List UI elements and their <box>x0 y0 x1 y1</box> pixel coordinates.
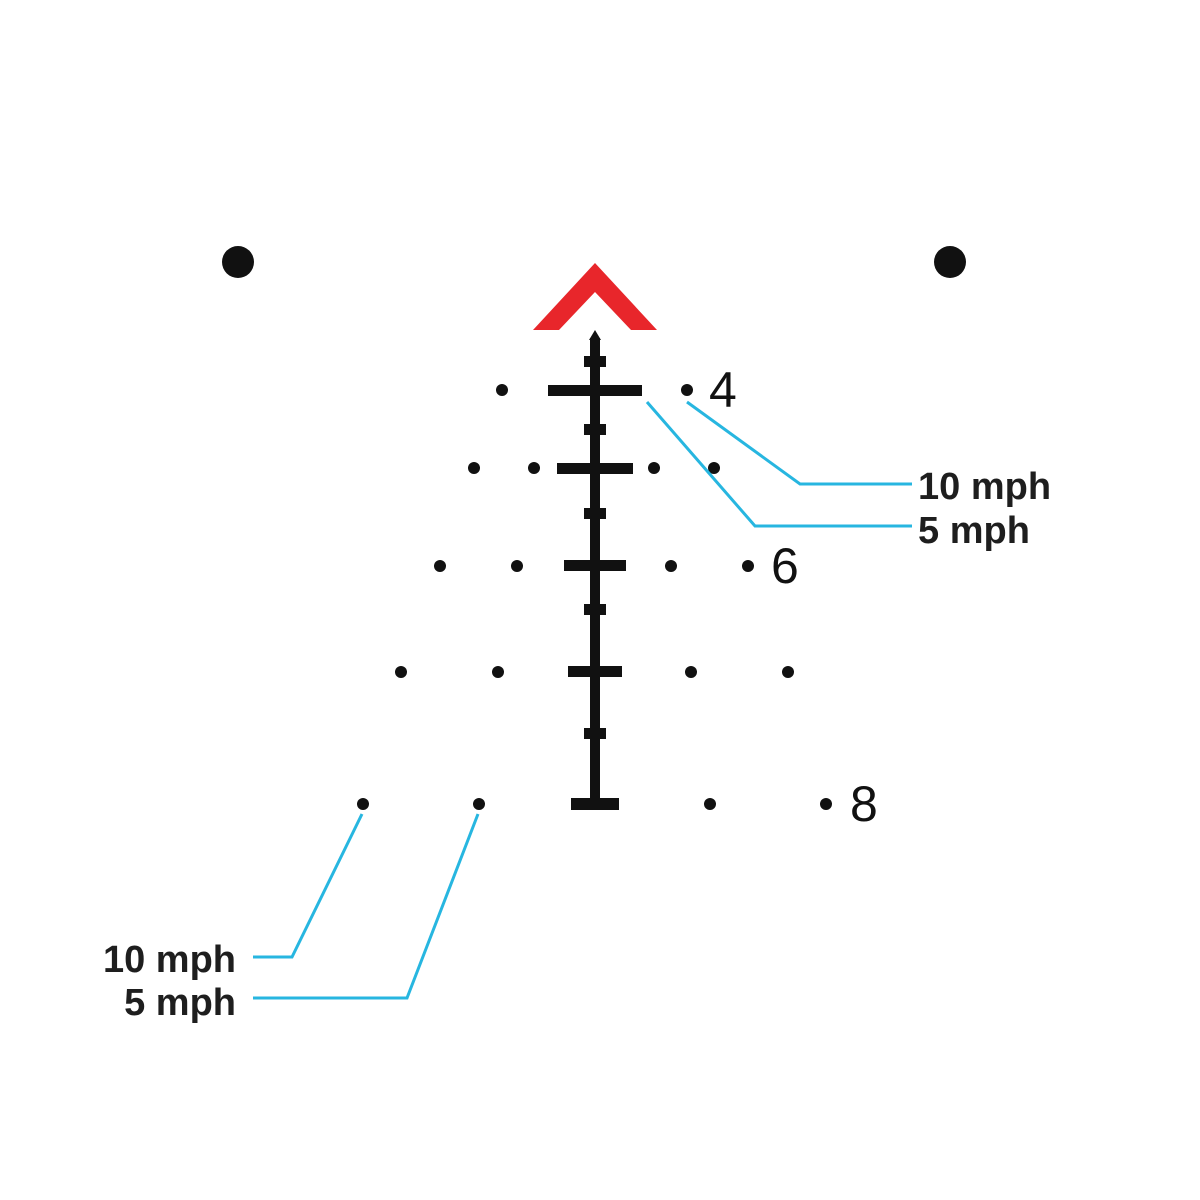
wind-dot <box>681 384 693 396</box>
wind-dot <box>496 384 508 396</box>
vertical-post <box>590 338 600 808</box>
wind-dot <box>395 666 407 678</box>
wind-dot <box>685 666 697 678</box>
leader-line-upper-5mph <box>645 401 912 528</box>
vertical-stadia <box>548 330 642 810</box>
minor-tick <box>584 604 606 615</box>
callout-leader-lines <box>253 400 912 1000</box>
crossbar-4 <box>548 385 642 396</box>
upper-5mph-label: 5 mph <box>918 510 1030 552</box>
wind-dot <box>648 462 660 474</box>
crossbar-8 <box>571 798 619 810</box>
corner-dot-right-icon <box>934 246 966 278</box>
crossbar-7 <box>568 666 622 677</box>
wind-dot <box>434 560 446 572</box>
crossbar-6 <box>564 560 626 571</box>
minor-tick <box>584 508 606 519</box>
minor-tick <box>584 424 606 435</box>
wind-callout-labels: 10 mph 5 mph 10 mph 5 mph <box>103 466 1051 1024</box>
lower-10mph-label: 10 mph <box>103 939 236 981</box>
range-number-8: 8 <box>850 776 878 832</box>
range-numbers: 4 6 8 <box>709 362 878 832</box>
leader-line-lower-5mph <box>253 813 480 1000</box>
wind-dot <box>742 560 754 572</box>
corner-dot-left-icon <box>222 246 254 278</box>
corner-reference-dots <box>222 246 966 278</box>
minor-tick <box>584 356 606 367</box>
upper-10mph-label: 10 mph <box>918 466 1051 508</box>
wind-dot <box>357 798 369 810</box>
wind-dot <box>708 462 720 474</box>
leader-line-upper-10mph <box>686 400 912 486</box>
windage-dots <box>357 384 832 810</box>
wind-dot <box>528 462 540 474</box>
chevron-aiming-point-icon <box>533 263 657 330</box>
leader-line-lower-10mph <box>253 813 364 959</box>
wind-dot <box>468 462 480 474</box>
lower-5mph-label: 5 mph <box>124 982 236 1024</box>
wind-dot <box>820 798 832 810</box>
wind-dot <box>665 560 677 572</box>
minor-tick <box>584 728 606 739</box>
wind-dot <box>782 666 794 678</box>
crossbar-5 <box>557 463 633 474</box>
wind-dot <box>492 666 504 678</box>
range-number-4: 4 <box>709 362 737 418</box>
wind-dot <box>704 798 716 810</box>
wind-dot <box>511 560 523 572</box>
range-number-6: 6 <box>771 538 799 594</box>
wind-dot <box>473 798 485 810</box>
stadia-tip <box>589 330 601 340</box>
